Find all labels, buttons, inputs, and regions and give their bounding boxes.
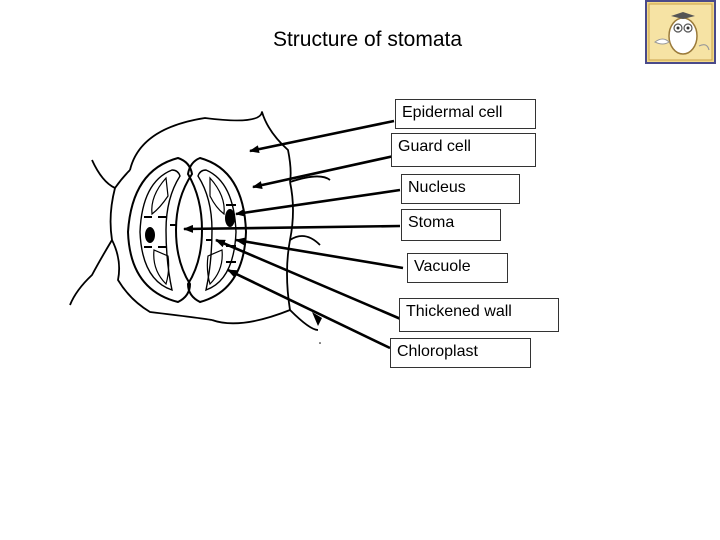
owl-logo-icon: [645, 0, 716, 64]
label-guard-cell: Guard cell: [391, 133, 536, 167]
label-stoma: Stoma: [401, 209, 501, 241]
label-epidermal-cell: Epidermal cell: [395, 99, 536, 129]
right-nucleus: [225, 209, 235, 227]
left-nucleus: [145, 227, 155, 243]
page-title: Structure of stomata: [272, 28, 463, 51]
label-thickened-wall: Thickened wall: [399, 298, 559, 332]
label-nucleus: Nucleus: [401, 174, 520, 204]
left-guard-cell: [126, 156, 194, 304]
epidermal-cell-outlines: [69, 111, 331, 331]
label-vacuole: Vacuole: [407, 253, 508, 283]
pointer-arrows: [183, 119, 404, 350]
label-chloroplast: Chloroplast: [390, 338, 531, 368]
